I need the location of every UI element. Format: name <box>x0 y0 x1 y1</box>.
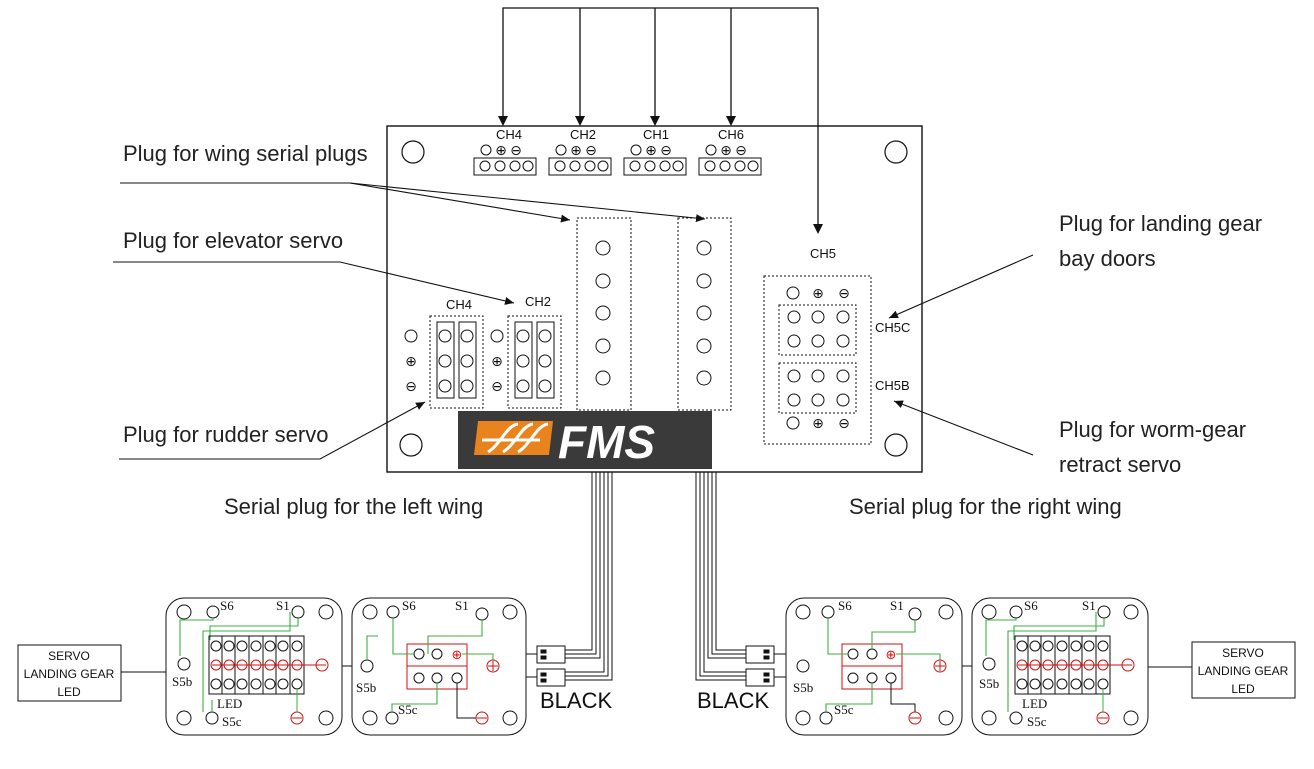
svg-text:LED: LED <box>57 685 81 699</box>
right-wire-color-label: BLACK <box>697 688 769 713</box>
label-worm-gear-line2: retract servo <box>1059 452 1181 477</box>
ch4-side-label: CH4 <box>446 297 472 312</box>
top-bus-arrowheads <box>498 116 823 234</box>
svg-text:S5c: S5c <box>1027 714 1047 729</box>
svg-text:LANDING GEAR: LANDING GEAR <box>1198 664 1289 678</box>
top-connector-ch6: CH6 ⊕⊖ <box>698 127 762 176</box>
svg-text:S5c: S5c <box>222 714 242 729</box>
fms-logo: FMS <box>458 411 712 469</box>
svg-text:⊖: ⊖ <box>510 143 522 159</box>
svg-text:LANDING GEAR: LANDING GEAR <box>24 667 115 681</box>
svg-text:⊖: ⊖ <box>405 379 417 395</box>
left-wing-serial-plug <box>576 217 632 411</box>
svg-text:S1: S1 <box>890 598 904 613</box>
ch1-top-label: CH1 <box>643 127 669 142</box>
svg-text:S5b: S5b <box>172 674 192 689</box>
svg-text:S1: S1 <box>276 598 290 613</box>
ch5-label: CH5 <box>810 246 836 261</box>
left-inner-gear-board: S6 S1 S5b S5c ⊕ <box>351 597 527 736</box>
ch5c-label: CH5C <box>875 320 910 335</box>
svg-text:⊖: ⊖ <box>838 286 850 302</box>
right-outer-gear-board: S6 S1 S5b LED S5c <box>971 597 1149 736</box>
label-rudder-servo: Plug for rudder servo <box>123 422 328 447</box>
svg-text:⊕: ⊕ <box>452 648 463 663</box>
top-connector-ch4: CH4 ⊕⊖ <box>473 127 537 176</box>
rudder-leader <box>119 401 426 460</box>
right-wing-serial-plug <box>677 217 732 411</box>
ch4-top-label: CH4 <box>496 127 522 142</box>
svg-text:S5b: S5b <box>793 680 813 695</box>
svg-text:⊖: ⊖ <box>735 143 747 159</box>
svg-text:⊖: ⊖ <box>660 143 672 159</box>
label-wing-serial-plugs: Plug for wing serial plugs <box>123 141 368 166</box>
svg-text:⊕: ⊕ <box>570 143 582 159</box>
main-board <box>386 125 923 473</box>
ch5-connector-block: CH5 ⊕ ⊖ CH5C CH5B ⊕ ⊖ <box>763 246 910 445</box>
left-outer-gear-board: S6 S1 S5b LED S5c <box>165 597 343 736</box>
label-landing-gear-doors-line2: bay doors <box>1059 246 1156 271</box>
svg-text:LED: LED <box>217 696 242 711</box>
fms-logo-text: FMS <box>558 416 655 468</box>
svg-text:S5c: S5c <box>398 702 418 717</box>
svg-text:⊕: ⊕ <box>405 354 417 370</box>
label-left-wing-serial: Serial plug for the left wing <box>224 494 483 519</box>
top-connector-ch1: CH1 ⊕⊖ <box>623 127 687 176</box>
left-serial-cable <box>496 472 613 687</box>
svg-text:LED: LED <box>1231 682 1255 696</box>
label-right-wing-serial: Serial plug for the right wing <box>849 494 1122 519</box>
svg-text:S6: S6 <box>838 598 852 613</box>
ch5b-label: CH5B <box>875 378 910 393</box>
svg-text:S1: S1 <box>455 598 469 613</box>
svg-text:S6: S6 <box>402 598 416 613</box>
top-connector-ch2: CH2 ⊕⊖ <box>548 127 612 176</box>
wing-serial-leader <box>120 182 706 223</box>
svg-text:SERVO: SERVO <box>48 649 90 663</box>
svg-text:⊖: ⊖ <box>585 143 597 159</box>
ch2-top-label: CH2 <box>570 127 596 142</box>
elevator-leader <box>113 261 515 305</box>
svg-text:S6: S6 <box>220 598 234 613</box>
left-wire-color-label: BLACK <box>540 688 612 713</box>
svg-text:S5b: S5b <box>356 680 376 695</box>
landing-doors-leader <box>888 254 1034 319</box>
right-serial-cable <box>695 472 812 687</box>
svg-text:⊕: ⊕ <box>495 143 507 159</box>
svg-text:⊖: ⊖ <box>491 379 503 395</box>
mounting-holes <box>399 140 908 457</box>
svg-text:S6: S6 <box>1024 598 1038 613</box>
left-side-connectors: CH4 CH2 ⊕ ⊖ ⊕ ⊖ <box>404 294 562 409</box>
label-landing-gear-doors-line1: Plug for landing gear <box>1059 211 1262 236</box>
ch2-side-label: CH2 <box>525 294 551 309</box>
svg-text:S5b: S5b <box>979 676 999 691</box>
right-servo-box: SERVO LANDING GEAR LED <box>1191 641 1296 699</box>
svg-text:⊕: ⊕ <box>491 354 503 370</box>
svg-text:S5c: S5c <box>834 702 854 717</box>
svg-text:⊕: ⊕ <box>812 286 824 302</box>
svg-text:LED: LED <box>1022 696 1047 711</box>
svg-text:⊖: ⊖ <box>838 416 850 432</box>
left-servo-box: SERVO LANDING GEAR LED <box>17 644 122 702</box>
worm-gear-leader <box>893 400 1034 456</box>
svg-text:S1: S1 <box>1082 598 1096 613</box>
svg-text:SERVO: SERVO <box>1222 646 1264 660</box>
svg-text:⊕: ⊕ <box>645 143 657 159</box>
svg-text:⊕: ⊕ <box>886 648 897 663</box>
ch6-top-label: CH6 <box>718 127 744 142</box>
svg-text:⊕: ⊕ <box>812 416 824 432</box>
label-worm-gear-line1: Plug for worm-gear <box>1059 417 1246 442</box>
label-elevator-servo: Plug for elevator servo <box>123 228 343 253</box>
right-inner-gear-board: S6 S1 S5b S5c ⊕ <box>785 597 963 736</box>
svg-text:⊕: ⊕ <box>720 143 732 159</box>
top-bus-lines <box>502 7 819 228</box>
